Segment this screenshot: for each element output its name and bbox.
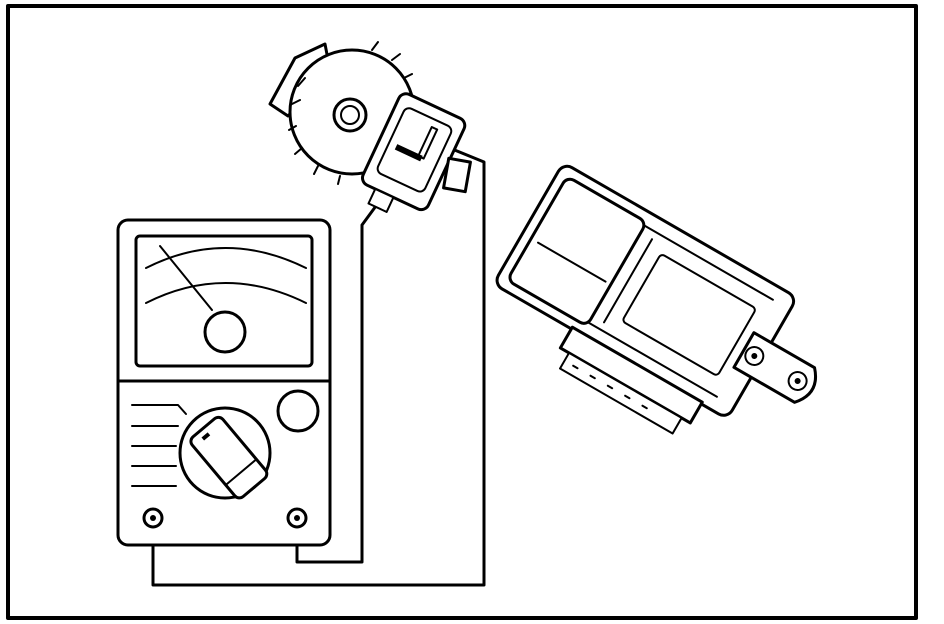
- meter-pivot: [203, 310, 247, 354]
- meter-display: [134, 234, 314, 368]
- multimeter: [116, 218, 332, 547]
- sensor-connector: [360, 92, 467, 213]
- range-marks: [131, 404, 187, 487]
- connector-terminal-left: [394, 144, 423, 162]
- selector-knob[interactable]: [188, 415, 269, 500]
- sensor-lock-tab: [442, 156, 472, 194]
- frame-border: [6, 4, 918, 620]
- lead-wire-left: [151, 138, 486, 587]
- meter-needle: [159, 245, 213, 311]
- lead-wire-right: [295, 178, 397, 564]
- module-end-cap: [508, 177, 646, 325]
- module-mount-arm: [732, 331, 817, 404]
- sensor: [268, 41, 472, 213]
- meter-scale-upper: [145, 247, 307, 269]
- ignition-module: [495, 164, 817, 435]
- meter-scale-lower: [145, 282, 307, 304]
- zero-adjust-knob[interactable]: [276, 389, 320, 433]
